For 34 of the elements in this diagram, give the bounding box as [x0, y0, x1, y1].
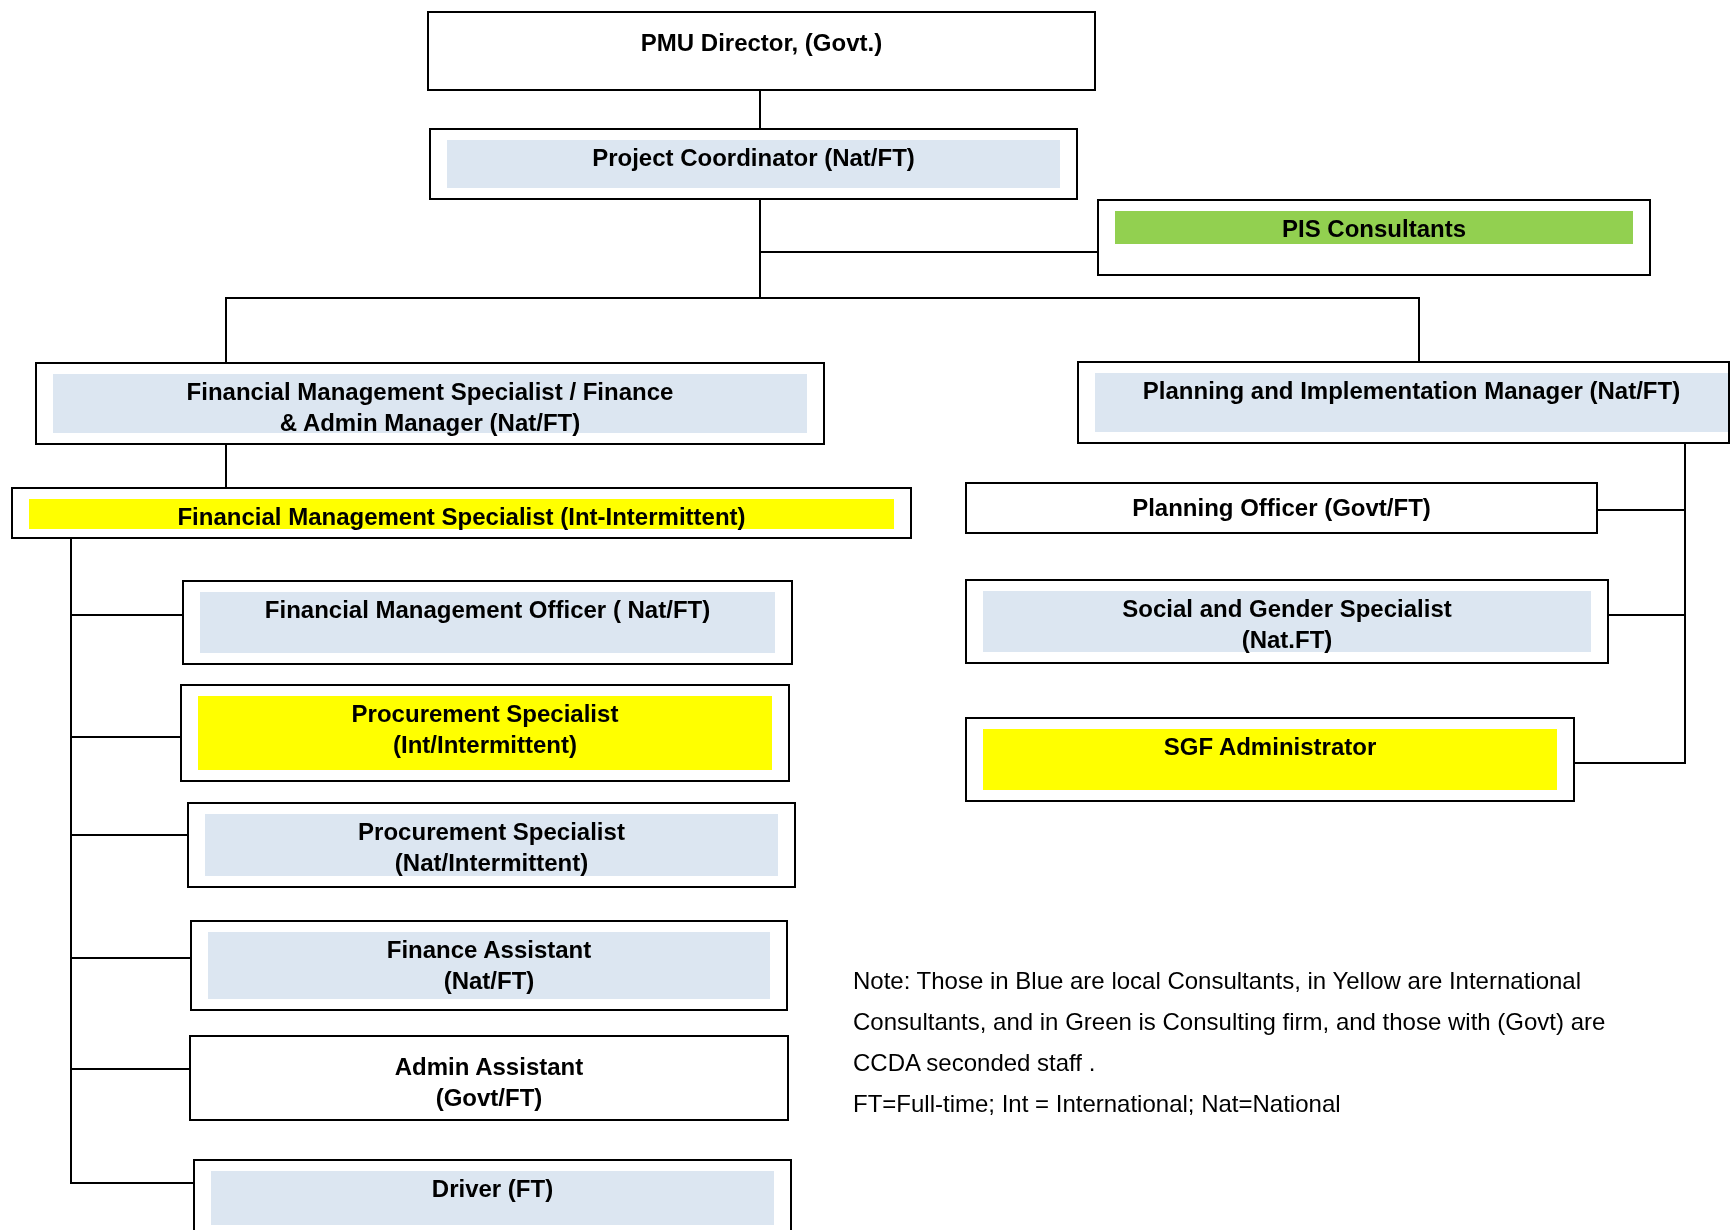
role-title: SGF Administrator	[1163, 732, 1377, 762]
role-title: PIS Consultants	[1282, 214, 1466, 244]
note-text: Note: Those in Blue are local Consultants, in Yellow are International Consultants, and in Green is Consulting firm, and those with (Govt) are CCDA seconded staff .	[853, 966, 1607, 1078]
position-box	[429, 128, 1078, 200]
role-title: Procurement Specialist (Int/Intermittent)	[350, 699, 620, 760]
position-box	[1077, 361, 1730, 444]
role-title: Driver (FT)	[431, 1174, 554, 1204]
position-box	[189, 1035, 789, 1121]
position-box	[182, 580, 793, 665]
position-box	[427, 11, 1096, 91]
position-box	[190, 920, 788, 1011]
position-box	[965, 482, 1598, 534]
connector-line	[225, 444, 227, 488]
note-text: FT=Full-time; Int = International; Nat=National	[853, 1089, 1342, 1119]
position-box	[193, 1159, 792, 1230]
role-title: Procurement Specialist (Nat/Intermittent)	[357, 817, 626, 878]
position-box	[35, 362, 825, 445]
role-title: Finance Assistant (Nat/FT)	[385, 935, 593, 996]
position-box	[1097, 199, 1651, 276]
position-box	[965, 717, 1575, 802]
position-box	[187, 802, 796, 888]
position-box	[11, 487, 912, 539]
role-title: Planning and Implementation Manager (Nat/FT)	[1142, 376, 1681, 406]
position-box	[965, 579, 1609, 664]
role-title: Financial Management Specialist / Finance & Admin Manager (Nat/FT)	[185, 377, 675, 438]
role-title: PMU Director, (Govt.)	[639, 28, 884, 58]
role-title: Social and Gender Specialist (Nat.FT)	[1121, 594, 1453, 655]
position-box	[180, 684, 790, 782]
role-title: Financial Management Officer ( Nat/FT)	[264, 595, 711, 625]
connector-line	[759, 90, 761, 129]
role-title: Financial Management Specialist (Int-Intermittent)	[177, 502, 746, 532]
role-title: Project Coordinator (Nat/FT)	[592, 143, 915, 173]
role-title: Admin Assistant (Govt/FT)	[393, 1052, 585, 1113]
role-title: Planning Officer (Govt/FT)	[1131, 493, 1432, 523]
